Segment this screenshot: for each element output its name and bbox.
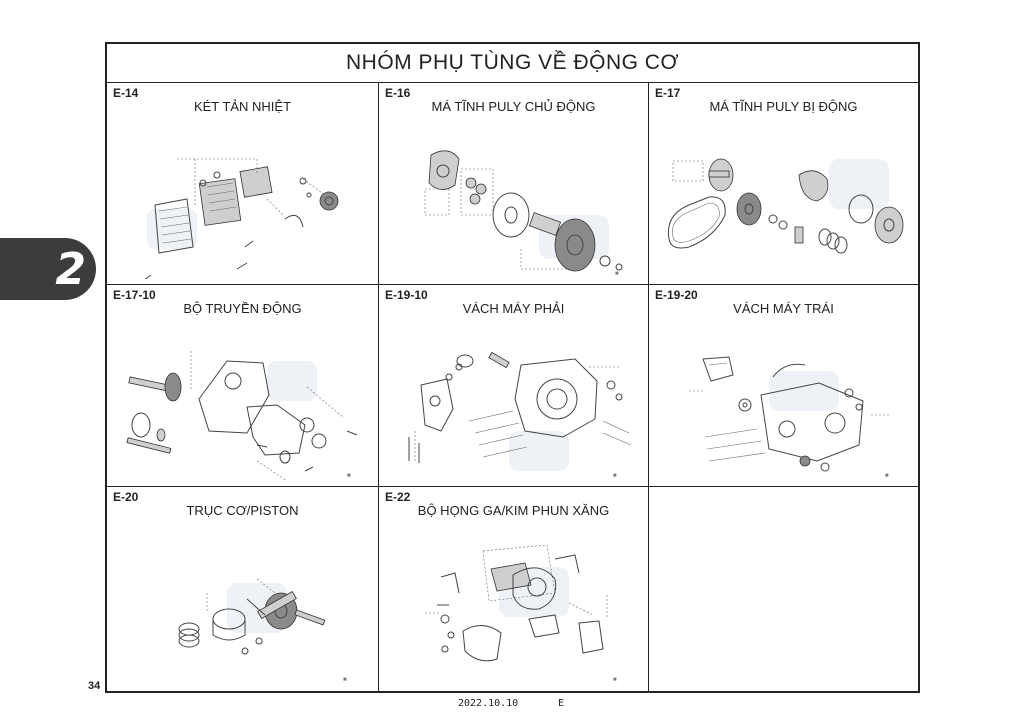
cell-e-20[interactable]: E-20 TRỤC CƠ/PISTON ■ (107, 487, 379, 691)
cell-title: VÁCH MÁY TRÁI (733, 301, 834, 316)
cell-title: BỘ TRUYỀN ĐỘNG (183, 301, 302, 316)
cell-e-19-10[interactable]: E-19-10 VÁCH MÁY PHẢI ■ (379, 285, 649, 487)
cell-code: E-19-20 (655, 288, 698, 302)
cell-title: VÁCH MÁY PHẢI (462, 301, 565, 316)
throttle-body-injector-diagram (425, 544, 608, 662)
figure-ref: ■ (885, 473, 889, 479)
figure-ref: ■ (613, 677, 617, 683)
figure-ref: ■ (343, 677, 347, 683)
cell-e-17-10[interactable]: E-17-10 BỘ TRUYỀN ĐỘNG ■ (107, 285, 379, 487)
cell-code: E-17-10 (113, 288, 156, 302)
figure-ref: ■ (615, 271, 619, 277)
figure-ref: ■ (613, 473, 617, 479)
cell-e-22[interactable]: E-22 BỘ HỌNG GA/KIM PHUN XĂNG ■ (379, 487, 649, 691)
left-crankcase-diagram (689, 356, 889, 472)
cell-e-19-20[interactable]: E-19-20 VÁCH MÁY TRÁI ■ (649, 285, 918, 487)
cell-e-14[interactable]: E-14 KÉT TẢN NHIỆT (107, 83, 379, 285)
right-crankcase-diagram (408, 351, 632, 471)
cell-title: MÁ TĨNH PULY CHỦ ĐỘNG (431, 99, 596, 114)
cell-code: E-16 (385, 86, 411, 100)
cell-code: E-19-10 (385, 288, 428, 302)
page-title: NHÓM PHỤ TÙNG VỀ ĐỘNG CƠ (107, 44, 918, 83)
cell-title: BỘ HỌNG GA/KIM PHUN XĂNG (417, 503, 610, 518)
drive-pulley-diagram (424, 150, 623, 272)
crankshaft-piston-diagram (178, 578, 326, 655)
cell-empty (649, 487, 918, 691)
footer-edition: E (558, 698, 565, 709)
cell-title: KÉT TẢN NHIỆT (193, 99, 292, 114)
cell-code: E-22 (385, 490, 411, 504)
cell-e-16[interactable]: E-16 MÁ TĨNH PULY CHỦ ĐỘNG ■ (379, 83, 649, 285)
cell-title: MÁ TĨNH PULY BỊ ĐỘNG (709, 99, 858, 114)
radiator-diagram (144, 158, 339, 279)
transmission-diagram (126, 351, 358, 481)
parts-index-frame: NHÓM PHỤ TÙNG VỀ ĐỘNG CƠ E-14 KÉT TẢN NH… (105, 42, 920, 693)
cell-title: TRỤC CƠ/PISTON (186, 503, 299, 518)
figure-ref: ■ (347, 473, 351, 479)
driven-pulley-diagram (667, 158, 904, 254)
cell-code: E-17 (655, 86, 681, 100)
chapter-tab-number: 2 (55, 244, 86, 295)
chapter-tab: 2 (0, 238, 96, 300)
cell-e-17[interactable]: E-17 MÁ TĨNH PULY BỊ ĐỘNG (649, 83, 918, 285)
cell-code: E-20 (113, 490, 139, 504)
footer-date: 2022.10.10 (458, 698, 519, 709)
page-number: 34 (88, 680, 101, 692)
cell-code: E-14 (113, 86, 139, 100)
